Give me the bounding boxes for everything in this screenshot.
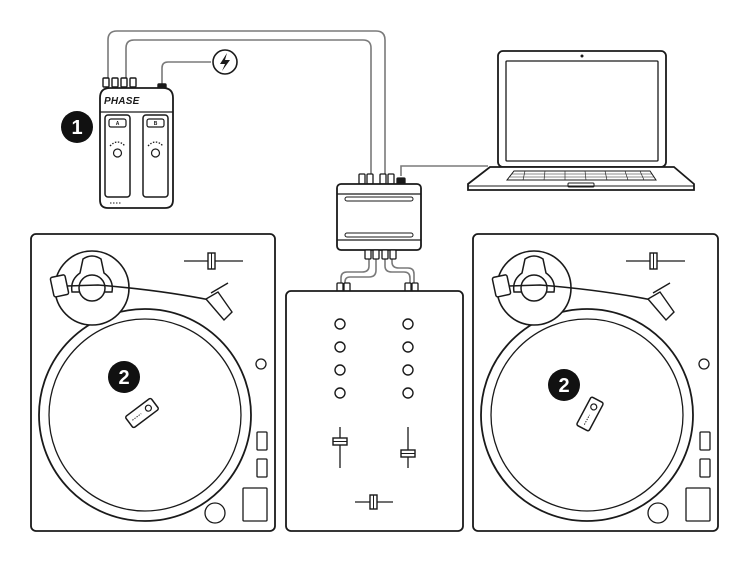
remote-a-label: A: [116, 121, 120, 127]
mixer-knobs-left: [334, 318, 346, 399]
svg-text:2: 2: [558, 375, 569, 397]
audio-interface: [336, 173, 422, 260]
docked-remote-b: B: [142, 114, 169, 198]
cable-hub-inner: [125, 39, 372, 174]
tonearm-left: [49, 250, 233, 326]
cables: [107, 30, 488, 284]
dj-mixer: [285, 282, 464, 532]
channel-fader-left: [332, 427, 348, 468]
laptop-keyboard: [510, 170, 654, 181]
lightning-bolt-icon: [212, 49, 238, 75]
cable-interface-mixer-right: [384, 258, 411, 284]
remote-on-platter-left: [125, 397, 159, 429]
svg-text:2: 2: [118, 367, 129, 389]
cable-interface-mixer-right2: [391, 258, 415, 284]
laptop: [467, 50, 695, 191]
cable-interface-mixer-left: [340, 258, 370, 284]
turntable-left-top-slider: [184, 252, 243, 270]
callout-2-left: 2: [108, 361, 140, 393]
brand-logo: PHASE: [104, 96, 140, 107]
turntable-right: [472, 233, 719, 532]
phase-remote-hub: PHASE A B: [99, 77, 174, 209]
remote-b-label: B: [154, 121, 158, 127]
svg-text:1: 1: [71, 117, 82, 139]
docked-remote-a: A: [104, 114, 131, 198]
cable-hub-outer: [107, 30, 386, 174]
cable-power: [161, 61, 211, 88]
turntable-left: [30, 233, 276, 532]
callout-2-right: 2: [548, 369, 580, 401]
callout-1: 1: [61, 111, 93, 143]
cable-interface-mixer-left2: [344, 258, 377, 284]
tonearm-right: [491, 250, 675, 326]
turntable-right-top-slider: [626, 252, 685, 270]
crossfader: [355, 494, 393, 510]
channel-fader-right: [400, 427, 416, 468]
mixer-knobs-right: [402, 318, 414, 399]
cable-usb-laptop: [400, 165, 488, 176]
remote-on-platter-right: [576, 396, 604, 432]
